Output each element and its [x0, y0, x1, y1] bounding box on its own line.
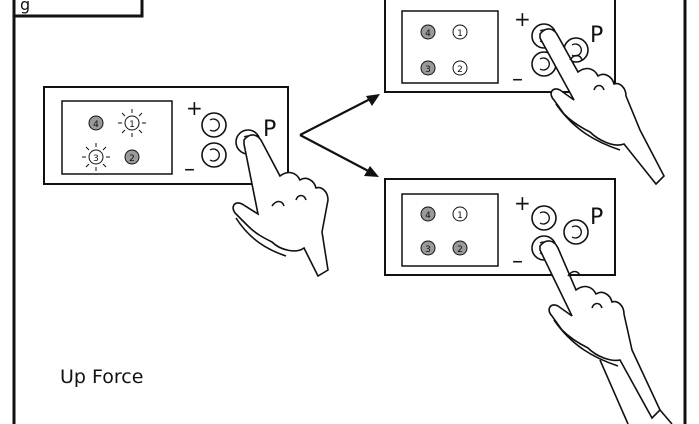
control-panel-result-down: 4 1 3 2 + – P	[384, 178, 661, 420]
arrow-up-icon	[299, 94, 380, 136]
hand-pressing-icon	[232, 134, 329, 278]
svg-text:1: 1	[457, 211, 463, 221]
plus-symbol: +	[186, 96, 203, 120]
forearm-lines	[599, 359, 673, 424]
svg-text:3: 3	[425, 245, 431, 255]
led-4: 4	[420, 206, 436, 222]
plus-key[interactable]	[201, 112, 227, 138]
led-2: 2	[452, 60, 468, 76]
led-3: 3	[420, 240, 436, 256]
svg-text:3: 3	[93, 154, 99, 164]
led-4: 4	[88, 115, 104, 131]
hand-pressing-icon	[539, 240, 661, 420]
program-key-label: P	[263, 117, 276, 142]
svg-text:2: 2	[129, 154, 135, 164]
control-panel-start: 4 1 3	[43, 86, 329, 278]
led-2: 2	[452, 240, 468, 256]
led-3: 3	[420, 60, 436, 76]
led-1-blinking: 1	[118, 109, 146, 137]
header-box-label: g	[20, 0, 30, 14]
minus-symbol: –	[512, 249, 523, 274]
svg-text:4: 4	[425, 29, 431, 39]
led-1: 1	[452, 24, 468, 40]
svg-text:1: 1	[457, 29, 463, 39]
svg-text:3: 3	[425, 65, 431, 75]
led-2: 2	[124, 149, 140, 165]
minus-symbol: –	[512, 67, 523, 92]
program-key-label: P	[590, 23, 603, 48]
plus-symbol: +	[514, 191, 531, 215]
header-box: g	[12, 0, 144, 18]
caption: Up Force	[60, 366, 144, 388]
led-1: 1	[452, 206, 468, 222]
hand-pressing-icon	[539, 28, 665, 186]
blink-rays-icon	[82, 143, 110, 171]
program-key-label: P	[590, 205, 603, 230]
svg-text:4: 4	[425, 211, 431, 221]
svg-text:4: 4	[93, 120, 99, 130]
svg-text:1: 1	[129, 120, 135, 130]
led-3-blinking: 3	[82, 143, 110, 171]
arrow-down-icon	[299, 134, 379, 177]
minus-key[interactable]	[531, 51, 557, 77]
control-panel-result-up: 4 1 3 2 + – P	[384, 0, 665, 186]
program-key[interactable]	[563, 219, 589, 245]
minus-symbol: –	[184, 157, 195, 182]
plus-symbol: +	[514, 7, 531, 31]
svg-text:2: 2	[457, 65, 463, 75]
minus-key[interactable]	[201, 142, 227, 168]
blink-rays-icon	[118, 109, 146, 137]
plus-key[interactable]	[531, 205, 557, 231]
led-4: 4	[420, 24, 436, 40]
outer-frame	[12, 0, 687, 424]
svg-text:2: 2	[457, 245, 463, 255]
